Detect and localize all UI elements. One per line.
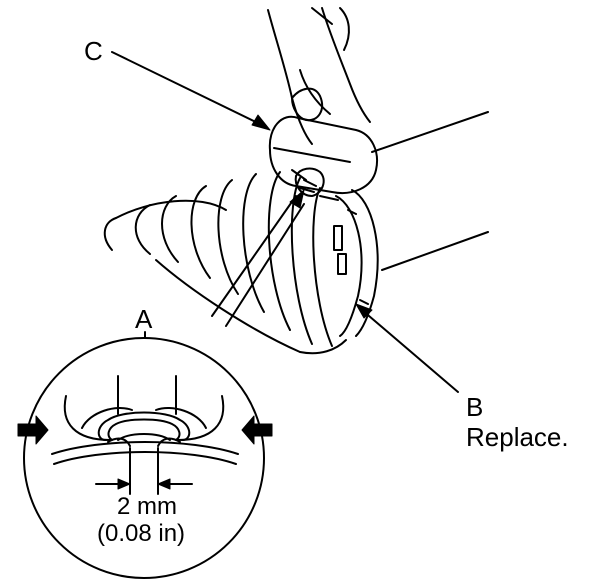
gap-dimension-metric: 2 mm [117,493,177,520]
dimension-arrowheads [117,478,171,490]
boot-band [319,189,379,337]
callout-b: B [466,392,484,422]
knuckle-arm [267,7,371,145]
cv-boot-bellows [103,171,347,355]
callout-c: C [84,36,103,66]
callout-a: A [135,304,153,334]
drive-shaft [371,111,489,271]
gap-dimension-imperial: (0.08 in) [97,520,186,547]
squeeze-arrows [17,415,273,445]
detail-circle [23,337,265,579]
clamp-pliers [268,115,378,197]
callout-b-note: Replace. [466,422,569,452]
